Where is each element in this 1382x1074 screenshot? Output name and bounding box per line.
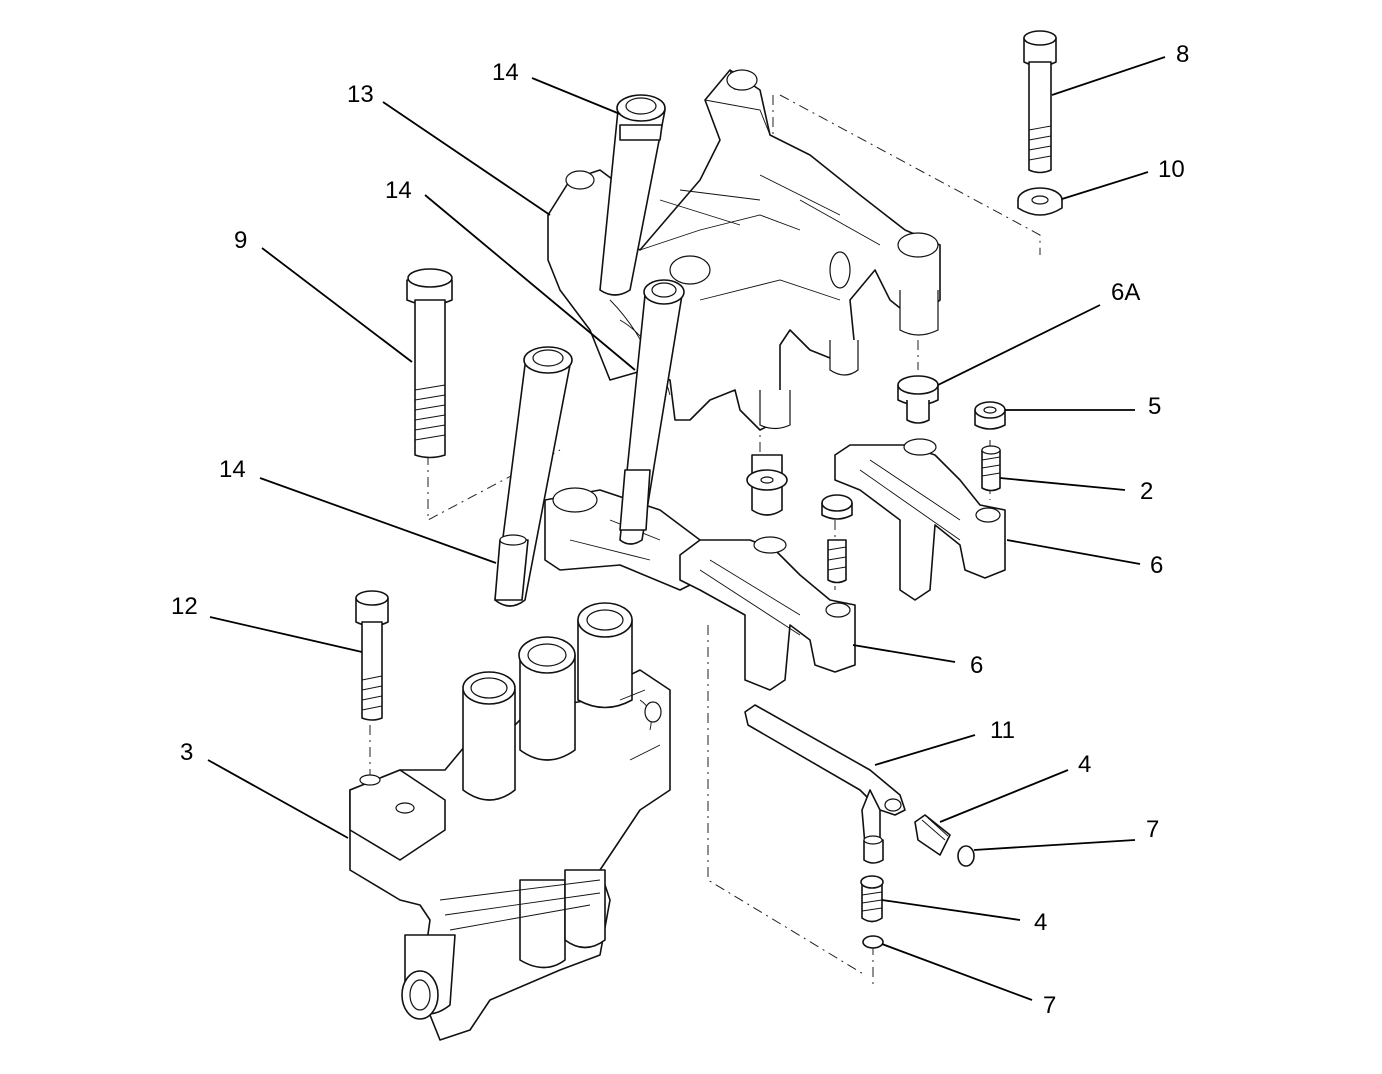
- fitting-tube-end: [863, 835, 884, 864]
- fitting-4-lower: [860, 875, 884, 923]
- callout-10: 10: [1158, 156, 1185, 183]
- callout-5: 5: [1148, 393, 1161, 420]
- fitting-4-upper: [914, 814, 951, 856]
- callout-7-upper: 7: [1146, 816, 1159, 843]
- leader-8: [1051, 56, 1166, 96]
- callout-6a: 6A: [1111, 279, 1140, 306]
- leader-14-top: [531, 77, 621, 115]
- callout-14-top: 14: [492, 59, 519, 86]
- bolt-9: [406, 268, 453, 459]
- callout-14-mid: 14: [385, 177, 412, 204]
- tube-14-mid: [619, 279, 685, 545]
- leader-6a: [937, 304, 1101, 386]
- plug-6a: [897, 375, 939, 424]
- pump-housing-3: [349, 602, 671, 1041]
- leader-2: [999, 477, 1126, 491]
- oil-tube-11: [744, 704, 906, 846]
- rocker-arm-6-right: [834, 438, 1006, 601]
- callout-13: 13: [347, 81, 374, 108]
- callout-3: 3: [180, 739, 193, 766]
- leader-6-right: [1006, 539, 1141, 565]
- washer-10: [1017, 187, 1063, 216]
- rocker-arm-6-left: [679, 454, 856, 691]
- leader-13: [382, 101, 551, 216]
- callout-7-lower: 7: [1043, 992, 1056, 1019]
- leader-14-mid: [424, 194, 636, 371]
- callout-9: 9: [234, 227, 247, 254]
- callout-labels: 14 13 14 9 14 12 3 8 10 6A 5 2 6 6 11 4 …: [171, 41, 1189, 1019]
- tube-14-low: [494, 346, 573, 607]
- callout-4-upper: 4: [1078, 751, 1091, 778]
- nut-5: [974, 401, 1006, 430]
- leader-4-upper: [939, 769, 1069, 823]
- callout-6-left: 6: [970, 652, 983, 679]
- leader-7-lower: [881, 943, 1033, 1001]
- seal-7-upper: [957, 845, 975, 867]
- leader-lines: [207, 56, 1166, 1001]
- leader-6-left: [852, 644, 956, 663]
- bolt-8: [1023, 30, 1057, 174]
- callout-12: 12: [171, 593, 198, 620]
- seal-7-lower: [862, 935, 884, 949]
- bolt-12: [355, 590, 389, 721]
- callout-2: 2: [1140, 478, 1153, 505]
- adjusting-screw-2: [981, 445, 1001, 492]
- callout-8: 8: [1176, 41, 1189, 68]
- leader-14-low: [259, 477, 497, 564]
- leader-3: [207, 759, 349, 839]
- leader-12: [209, 616, 363, 653]
- callout-11: 11: [990, 717, 1015, 744]
- tube-14-top: [599, 94, 666, 296]
- callout-4-lower: 4: [1034, 909, 1047, 936]
- callout-14-low: 14: [219, 456, 246, 483]
- leader-11: [874, 734, 976, 766]
- leader-10: [1061, 171, 1149, 200]
- leader-7-upper: [973, 839, 1136, 851]
- leader-9: [261, 247, 413, 363]
- leader-4-lower: [881, 899, 1021, 921]
- callout-6-right: 6: [1150, 552, 1163, 579]
